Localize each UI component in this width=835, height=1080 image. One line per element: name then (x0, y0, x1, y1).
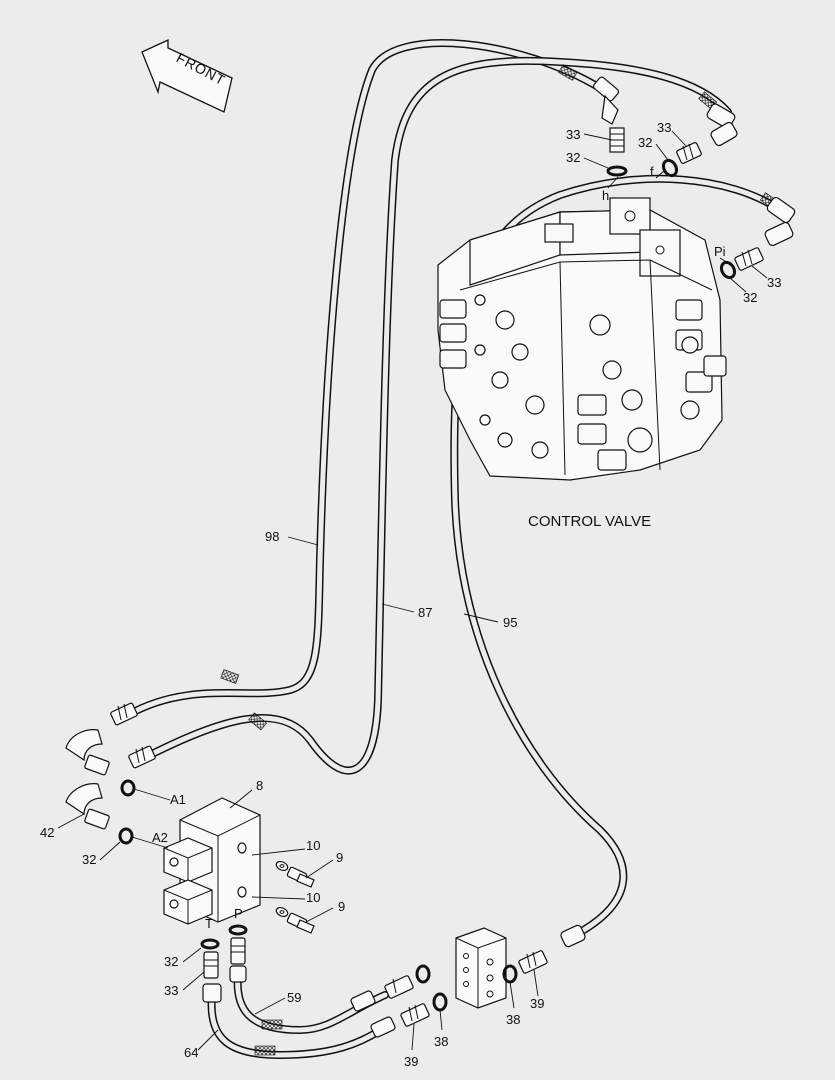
front-arrow-icon: FRONT (141, 38, 233, 113)
o-ring-32-a2 (118, 827, 134, 845)
callout-32-pi: 32 (743, 290, 757, 305)
port-label-h: h (602, 188, 609, 203)
fitting-elbow-pi (764, 196, 796, 247)
hose-end-fitting-98 (110, 702, 138, 726)
valve-spool-caps (439, 299, 727, 471)
callout-38-lower: 38 (434, 1034, 448, 1049)
callout-32-left: 32 (82, 852, 96, 867)
callout-10-lower: 10 (306, 890, 320, 905)
washer-10-lower (275, 906, 289, 918)
hose-end-64-bottom (370, 1016, 396, 1038)
fitting-33-top-right (676, 142, 702, 164)
callout-9-lower: 9 (338, 899, 345, 914)
o-ring-a1 (120, 779, 136, 797)
callout-42: 42 (40, 825, 54, 840)
callout-33-top-center: 33 (566, 127, 580, 142)
o-ring-p (228, 924, 248, 936)
callout-32-bottom-left: 32 (164, 954, 178, 969)
o-ring-upper-left (415, 964, 431, 984)
o-ring-32-top-right (661, 158, 679, 178)
port-label-p: P (234, 906, 243, 921)
manifold-block (455, 927, 507, 1009)
callout-33-top-right: 33 (657, 120, 671, 135)
callout-95: 95 (503, 615, 517, 630)
callout-32-top-right: 32 (638, 135, 652, 150)
fitting-33-t (203, 951, 219, 979)
leader-lines (57, 130, 768, 1051)
fitting-p (230, 937, 246, 965)
valve-ports (474, 294, 700, 459)
callout-98: 98 (265, 529, 279, 544)
bolt-9-upper (286, 866, 315, 888)
hose-end-59-bottom (350, 990, 376, 1012)
port-label-pi: Pi (714, 244, 726, 259)
callout-9-upper: 9 (336, 850, 343, 865)
o-ring-38-lower (432, 992, 448, 1012)
hose-end-59-top (229, 965, 247, 983)
port-label-a1: A1 (170, 792, 186, 807)
hose-98 (124, 39, 604, 719)
callout-8: 8 (256, 778, 263, 793)
fitting-39-upper (518, 950, 548, 974)
callout-38-right: 38 (506, 1012, 520, 1027)
fitting-elbow-top-right (706, 103, 738, 147)
fitting-33-top-center (592, 76, 625, 153)
washer-10-upper (275, 860, 289, 872)
port-label-t: T (205, 916, 213, 931)
callout-33-pi: 33 (767, 275, 781, 290)
hose-95 (450, 174, 784, 939)
callout-39-lower: 39 (404, 1054, 418, 1069)
hose-end-fitting-87 (128, 745, 156, 769)
callout-64: 64 (184, 1045, 198, 1060)
bolt-9-lower (286, 912, 315, 934)
callout-87: 87 (418, 605, 432, 620)
elbow-fitting-upper (65, 729, 110, 776)
fitting-39-lower (400, 1003, 430, 1027)
callout-labels: 98 87 95 8 10 9 10 9 42 32 32 33 59 64 3… (40, 120, 781, 1069)
o-ring-32-pi (719, 260, 737, 280)
elbow-fitting-42 (65, 783, 110, 830)
callout-33-bottom-left: 33 (164, 983, 178, 998)
callout-32-top-center: 32 (566, 150, 580, 165)
hose-ferrules (220, 64, 778, 1056)
fitting-left-upper (384, 975, 414, 999)
hose-87 (146, 56, 732, 775)
hose-end-64-top (202, 983, 222, 1003)
hose-end-95 (560, 924, 586, 948)
port-label-f: f (650, 164, 654, 179)
callout-39-right: 39 (530, 996, 544, 1011)
control-valve-title: CONTROL VALVE (528, 513, 651, 530)
callout-59: 59 (287, 990, 301, 1005)
hose-64 (207, 991, 392, 1059)
o-ring-32-t (200, 938, 220, 950)
control-valve-drawing (437, 197, 727, 481)
port-label-a2: A2 (152, 830, 168, 845)
callout-10-upper: 10 (306, 838, 320, 853)
o-ring-32-top-center (606, 165, 628, 177)
valve-block-8 (163, 797, 261, 925)
port-labels: A1 A2 T P h f Pi (152, 164, 726, 931)
fitting-33-pi (734, 247, 764, 271)
